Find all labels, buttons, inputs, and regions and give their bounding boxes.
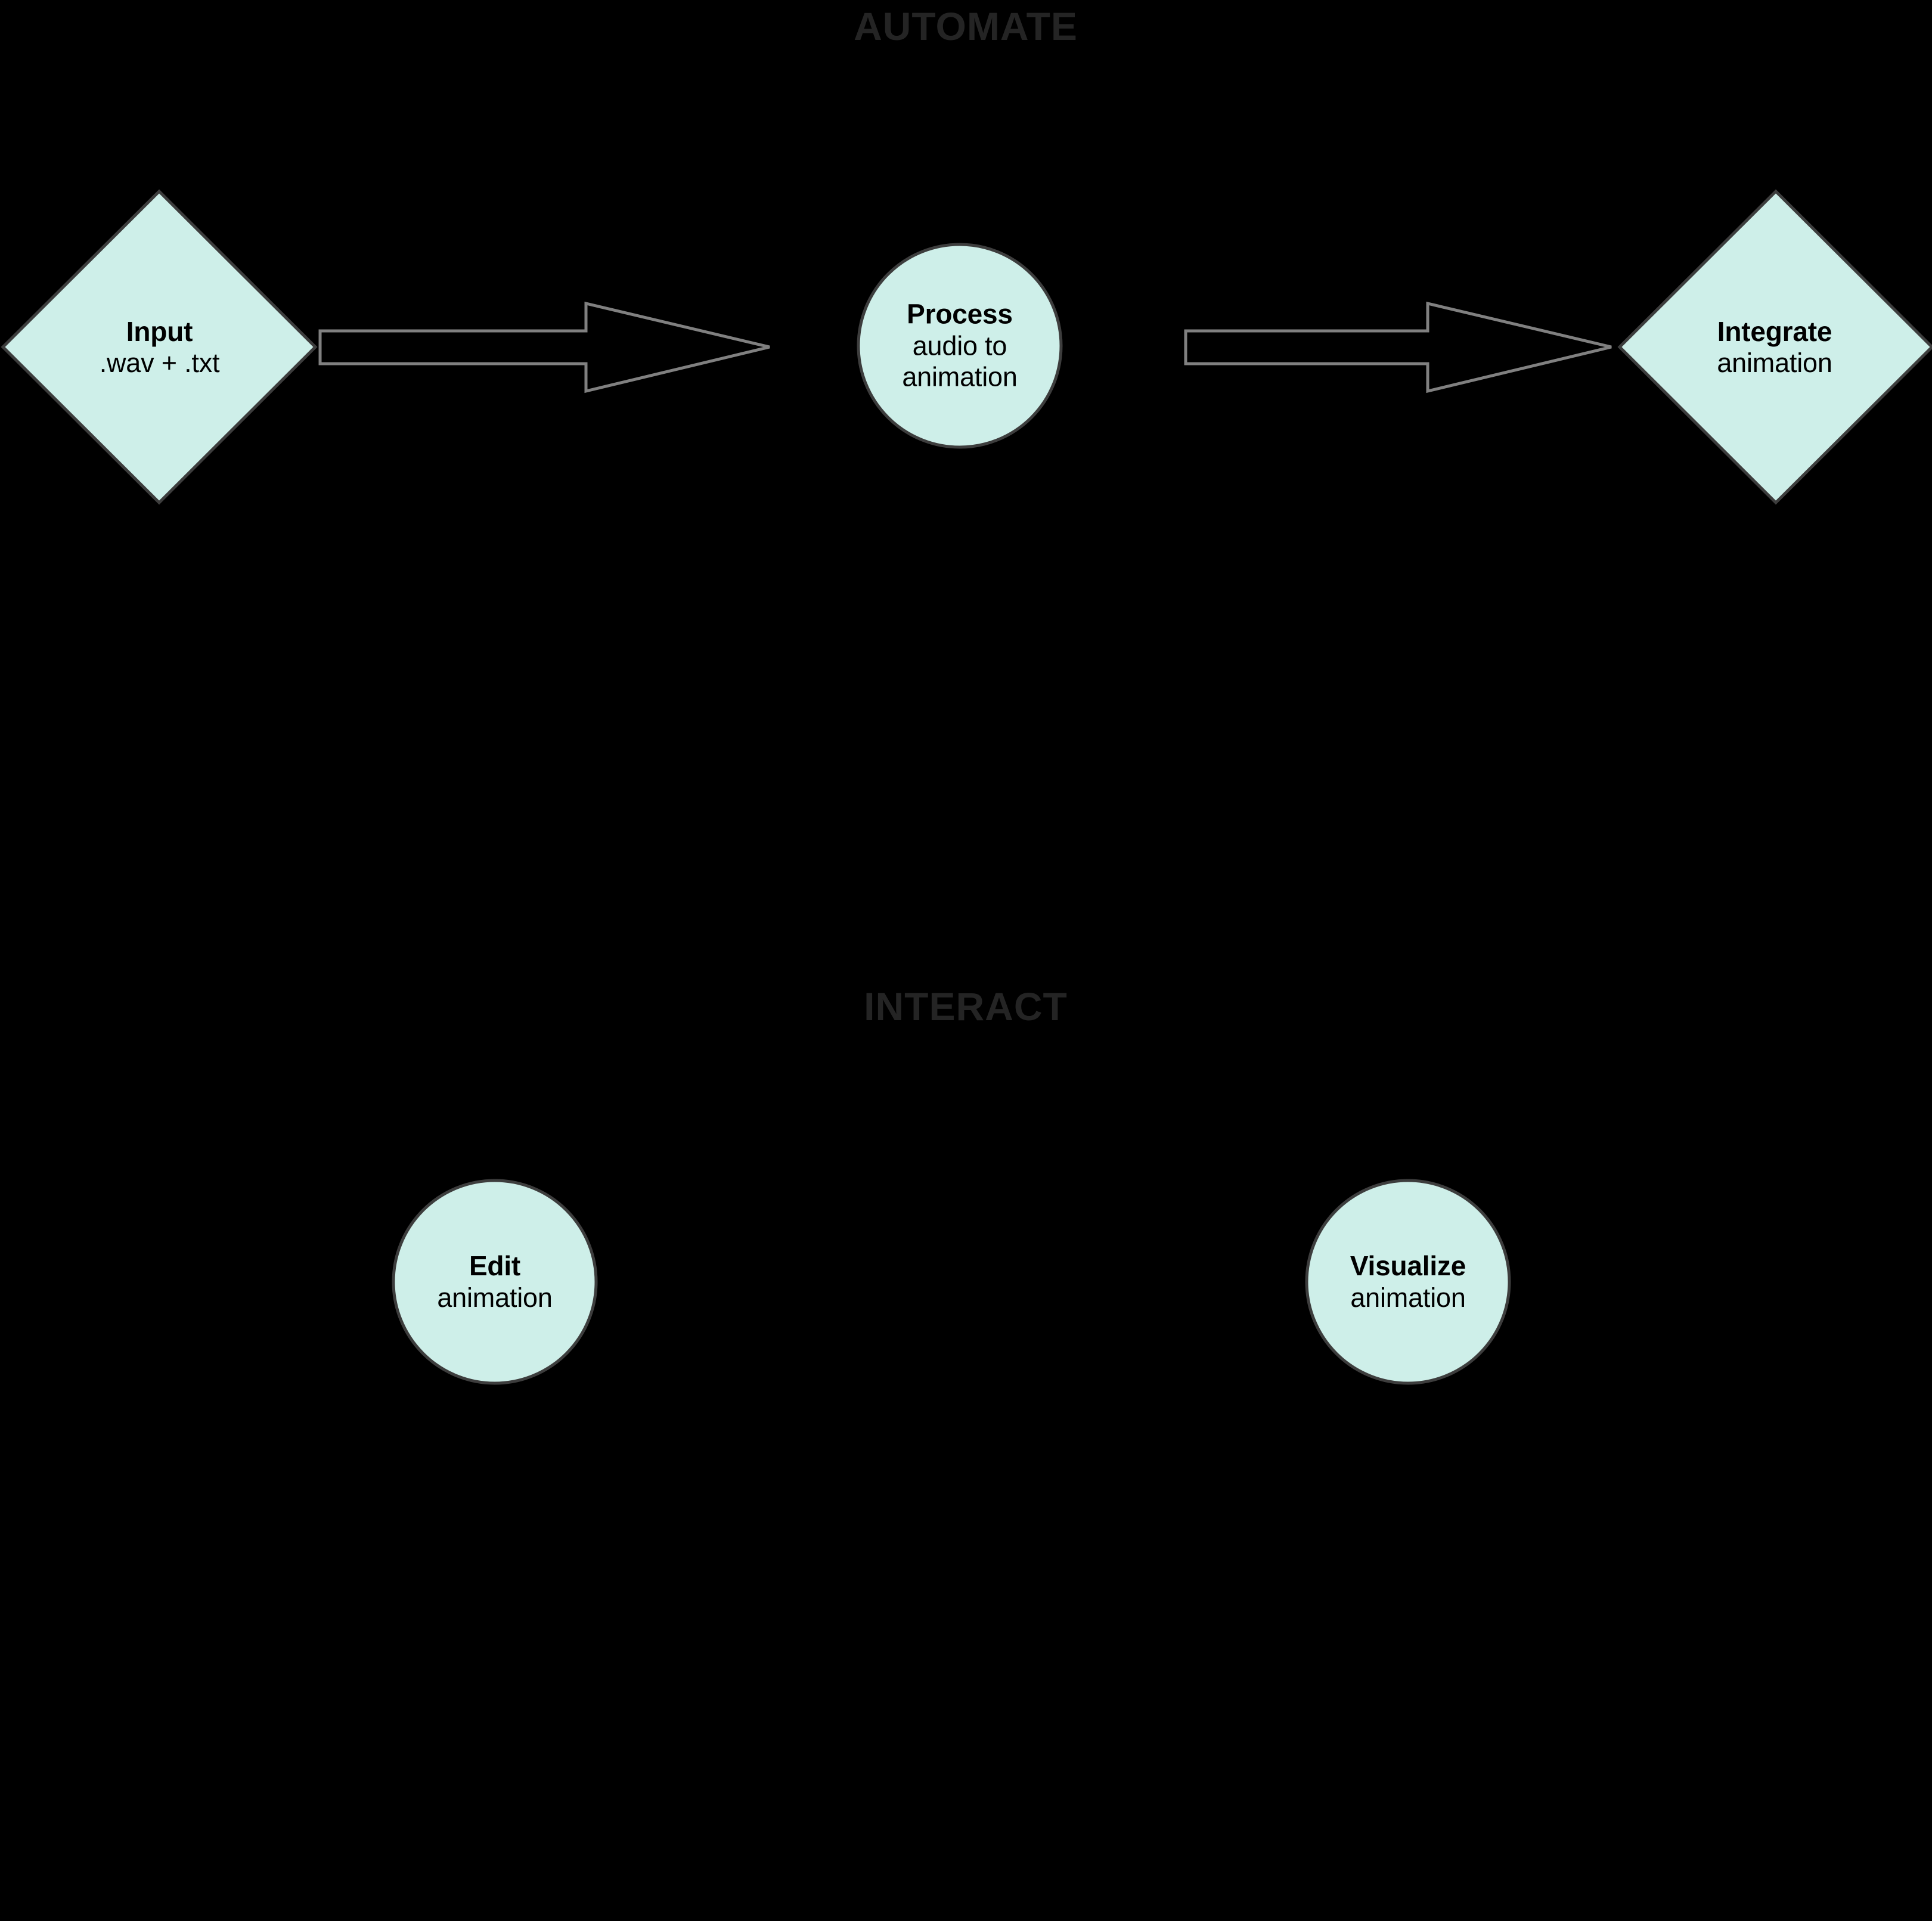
node-edit-title: Edit xyxy=(469,1250,521,1281)
node-process-label: Process audio to animation xyxy=(902,298,1018,393)
node-edit[interactable]: Edit animation xyxy=(391,1178,598,1386)
node-integrate-subtitle: animation xyxy=(1717,348,1832,379)
node-visualize-shape[interactable] xyxy=(1304,1178,1512,1386)
node-edit-label: Edit animation xyxy=(437,1250,553,1313)
node-input-subtitle: .wav + .txt xyxy=(99,348,220,379)
node-integrate-label: Integrate animation xyxy=(1717,315,1832,379)
node-visualize-subtitle: animation xyxy=(1350,1282,1466,1313)
node-visualize-title: Visualize xyxy=(1350,1250,1466,1281)
node-input-title: Input xyxy=(126,315,193,347)
node-process-subtitle-line-2: animation xyxy=(902,361,1018,392)
node-integrate-shape[interactable] xyxy=(1617,188,1932,507)
node-edit-subtitle: animation xyxy=(437,1282,553,1313)
section-title-automate: AUTOMATE xyxy=(854,4,1078,48)
node-integrate[interactable]: Integrate animation xyxy=(1620,188,1930,507)
node-edit-shape[interactable] xyxy=(391,1178,598,1386)
node-process-shape[interactable] xyxy=(856,242,1063,450)
node-input-label: Input .wav + .txt xyxy=(100,315,220,379)
node-visualize-label: Visualize animation xyxy=(1350,1250,1466,1313)
node-visualize[interactable]: Visualize animation xyxy=(1304,1178,1512,1386)
node-input-shape[interactable] xyxy=(0,188,319,507)
node-process-subtitle-line-1: audio to xyxy=(912,330,1007,361)
node-process[interactable]: Process audio to animation xyxy=(856,242,1063,450)
connector-input-to-process xyxy=(318,301,770,394)
node-input[interactable]: Input .wav + .txt xyxy=(3,188,316,507)
connector-process-to-integrate xyxy=(1184,301,1612,394)
section-title-interact: INTERACT xyxy=(864,984,1068,1028)
node-integrate-title: Integrate xyxy=(1717,315,1832,347)
node-process-title: Process xyxy=(907,298,1013,330)
